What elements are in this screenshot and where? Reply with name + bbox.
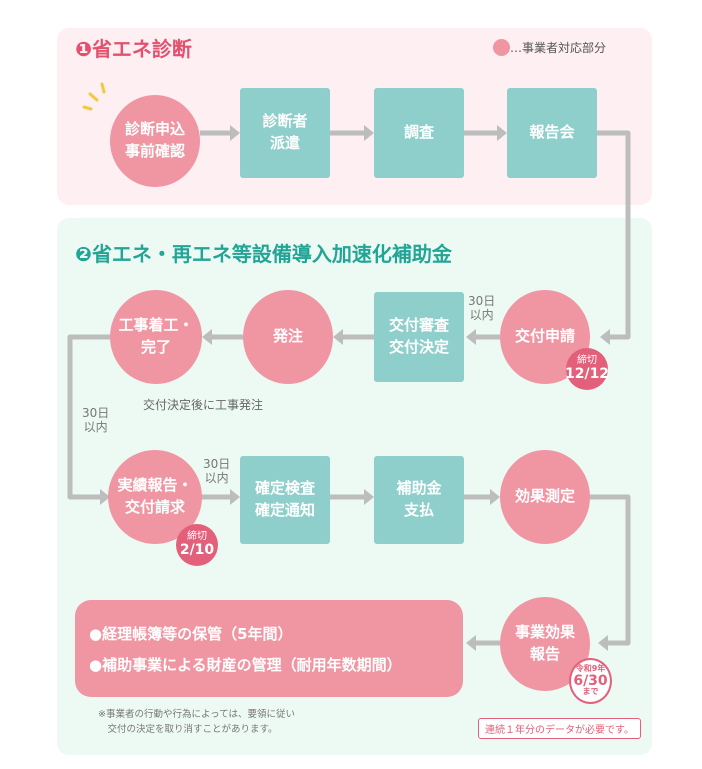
legend-pink-dot-icon — [493, 39, 510, 56]
legend: …事業者対応部分 — [493, 39, 606, 56]
days-limit-label: 30日 以内 — [82, 406, 110, 435]
step-subsidy-payment: 補助金 支払 — [374, 456, 464, 544]
step-final-inspection: 確定検査 確定通知 — [240, 456, 330, 544]
deadline-badge: 令和9年 6/30 まで — [569, 658, 612, 704]
deadline-badge: 締切 12/12 — [565, 348, 609, 390]
step-performance-report: 実績報告・ 交付請求 — [108, 450, 202, 544]
step-grant-review: 交付審査 交付決定 — [374, 292, 464, 382]
footnote: ※事業者の行動や行為によっては、要領に従い 交付の決定を取り消すことがあります。 — [98, 709, 296, 735]
obligations-box: ●経理帳簿等の保管（5年間） ●補助事業による財産の管理（耐用年数期間） — [75, 600, 463, 697]
number-1-icon: ❶ — [75, 37, 92, 61]
step-diagnosis-application: 診断申込 事前確認 — [110, 95, 200, 187]
days-limit-label: 30日 以内 — [203, 457, 231, 486]
step-survey: 調査 — [374, 88, 464, 178]
step-order: 発注 — [243, 290, 333, 384]
obligation-item: ●補助事業による財産の管理（耐用年数期間） — [89, 655, 402, 674]
step-effect-report: 事業効果 報告 — [500, 597, 590, 691]
step-diagnostician-dispatch: 診断者 派遣 — [240, 88, 330, 178]
deadline-badge: 締切 2/10 — [176, 524, 218, 566]
step-construction: 工事着工・ 完了 — [110, 290, 202, 384]
sparkle-icon — [82, 82, 106, 111]
section1-title: ❶省エネ診断 — [75, 37, 192, 61]
section2-title: ❷省エネ・再エネ等設備導入加速化補助金 — [75, 242, 452, 266]
step-report-meeting: 報告会 — [507, 88, 597, 178]
days-limit-label: 30日 以内 — [468, 294, 496, 323]
data-requirement-note: 連続１年分のデータが必要です。 — [478, 718, 641, 739]
order-note: 交付決定後に工事発注 — [143, 398, 264, 412]
step-effect-measurement: 効果測定 — [500, 450, 590, 544]
number-2-icon: ❷ — [75, 242, 92, 266]
obligation-item: ●経理帳簿等の保管（5年間） — [89, 624, 293, 643]
